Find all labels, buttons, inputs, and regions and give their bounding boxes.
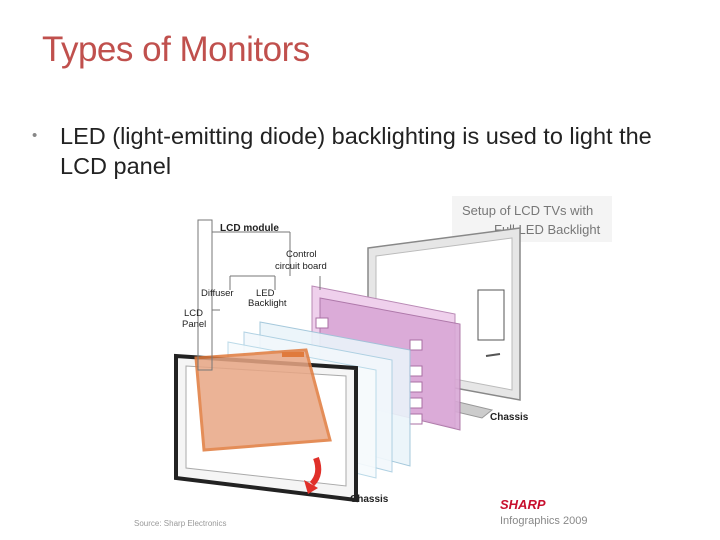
- bullet-text: LED (light-emitting diode) backlighting …: [60, 123, 652, 179]
- led-chip: [315, 317, 329, 329]
- chassis-front-label: Chassis: [350, 494, 389, 505]
- panel-connector: [282, 352, 304, 357]
- led-label-1: LED: [256, 288, 275, 299]
- source-text: Source: Sharp Electronics: [134, 519, 227, 528]
- caption-line-1: Setup of LCD TVs with: [462, 203, 593, 218]
- bullet-item: • LED (light-emitting diode) backlightin…: [32, 121, 696, 181]
- chassis-back-label: Chassis: [490, 412, 529, 423]
- led-chip: [409, 381, 423, 393]
- control-label-2: circuit board: [275, 261, 327, 272]
- arrow-icon: [309, 456, 322, 487]
- arrow-head-icon: [304, 480, 318, 494]
- led-chip: [409, 397, 423, 409]
- panel-label-1: LCD: [184, 308, 203, 319]
- diffuser-label: Diffuser: [201, 288, 234, 299]
- callout-bracket: [197, 219, 213, 371]
- lcd-module-label: LCD module: [220, 223, 279, 234]
- led-chip: [409, 365, 423, 377]
- brand-sub: Infographics 2009: [500, 515, 587, 527]
- control-label-1: Control: [286, 249, 317, 260]
- chassis-slot: [485, 353, 501, 357]
- brand-logo: SHARP: [500, 497, 546, 512]
- lcd-panel-layer: [194, 348, 332, 452]
- bullet-dot: •: [32, 127, 38, 144]
- chassis-cutout: [477, 289, 505, 341]
- led-chip: [409, 413, 423, 425]
- led-label-2: Backlight: [248, 298, 287, 309]
- led-chip: [409, 339, 423, 351]
- panel-label-2: Panel: [182, 319, 206, 330]
- lcd-exploded-diagram: Setup of LCD TVs with Full LED Backlight…: [134, 196, 612, 528]
- slide-title: Types of Monitors: [42, 30, 310, 69]
